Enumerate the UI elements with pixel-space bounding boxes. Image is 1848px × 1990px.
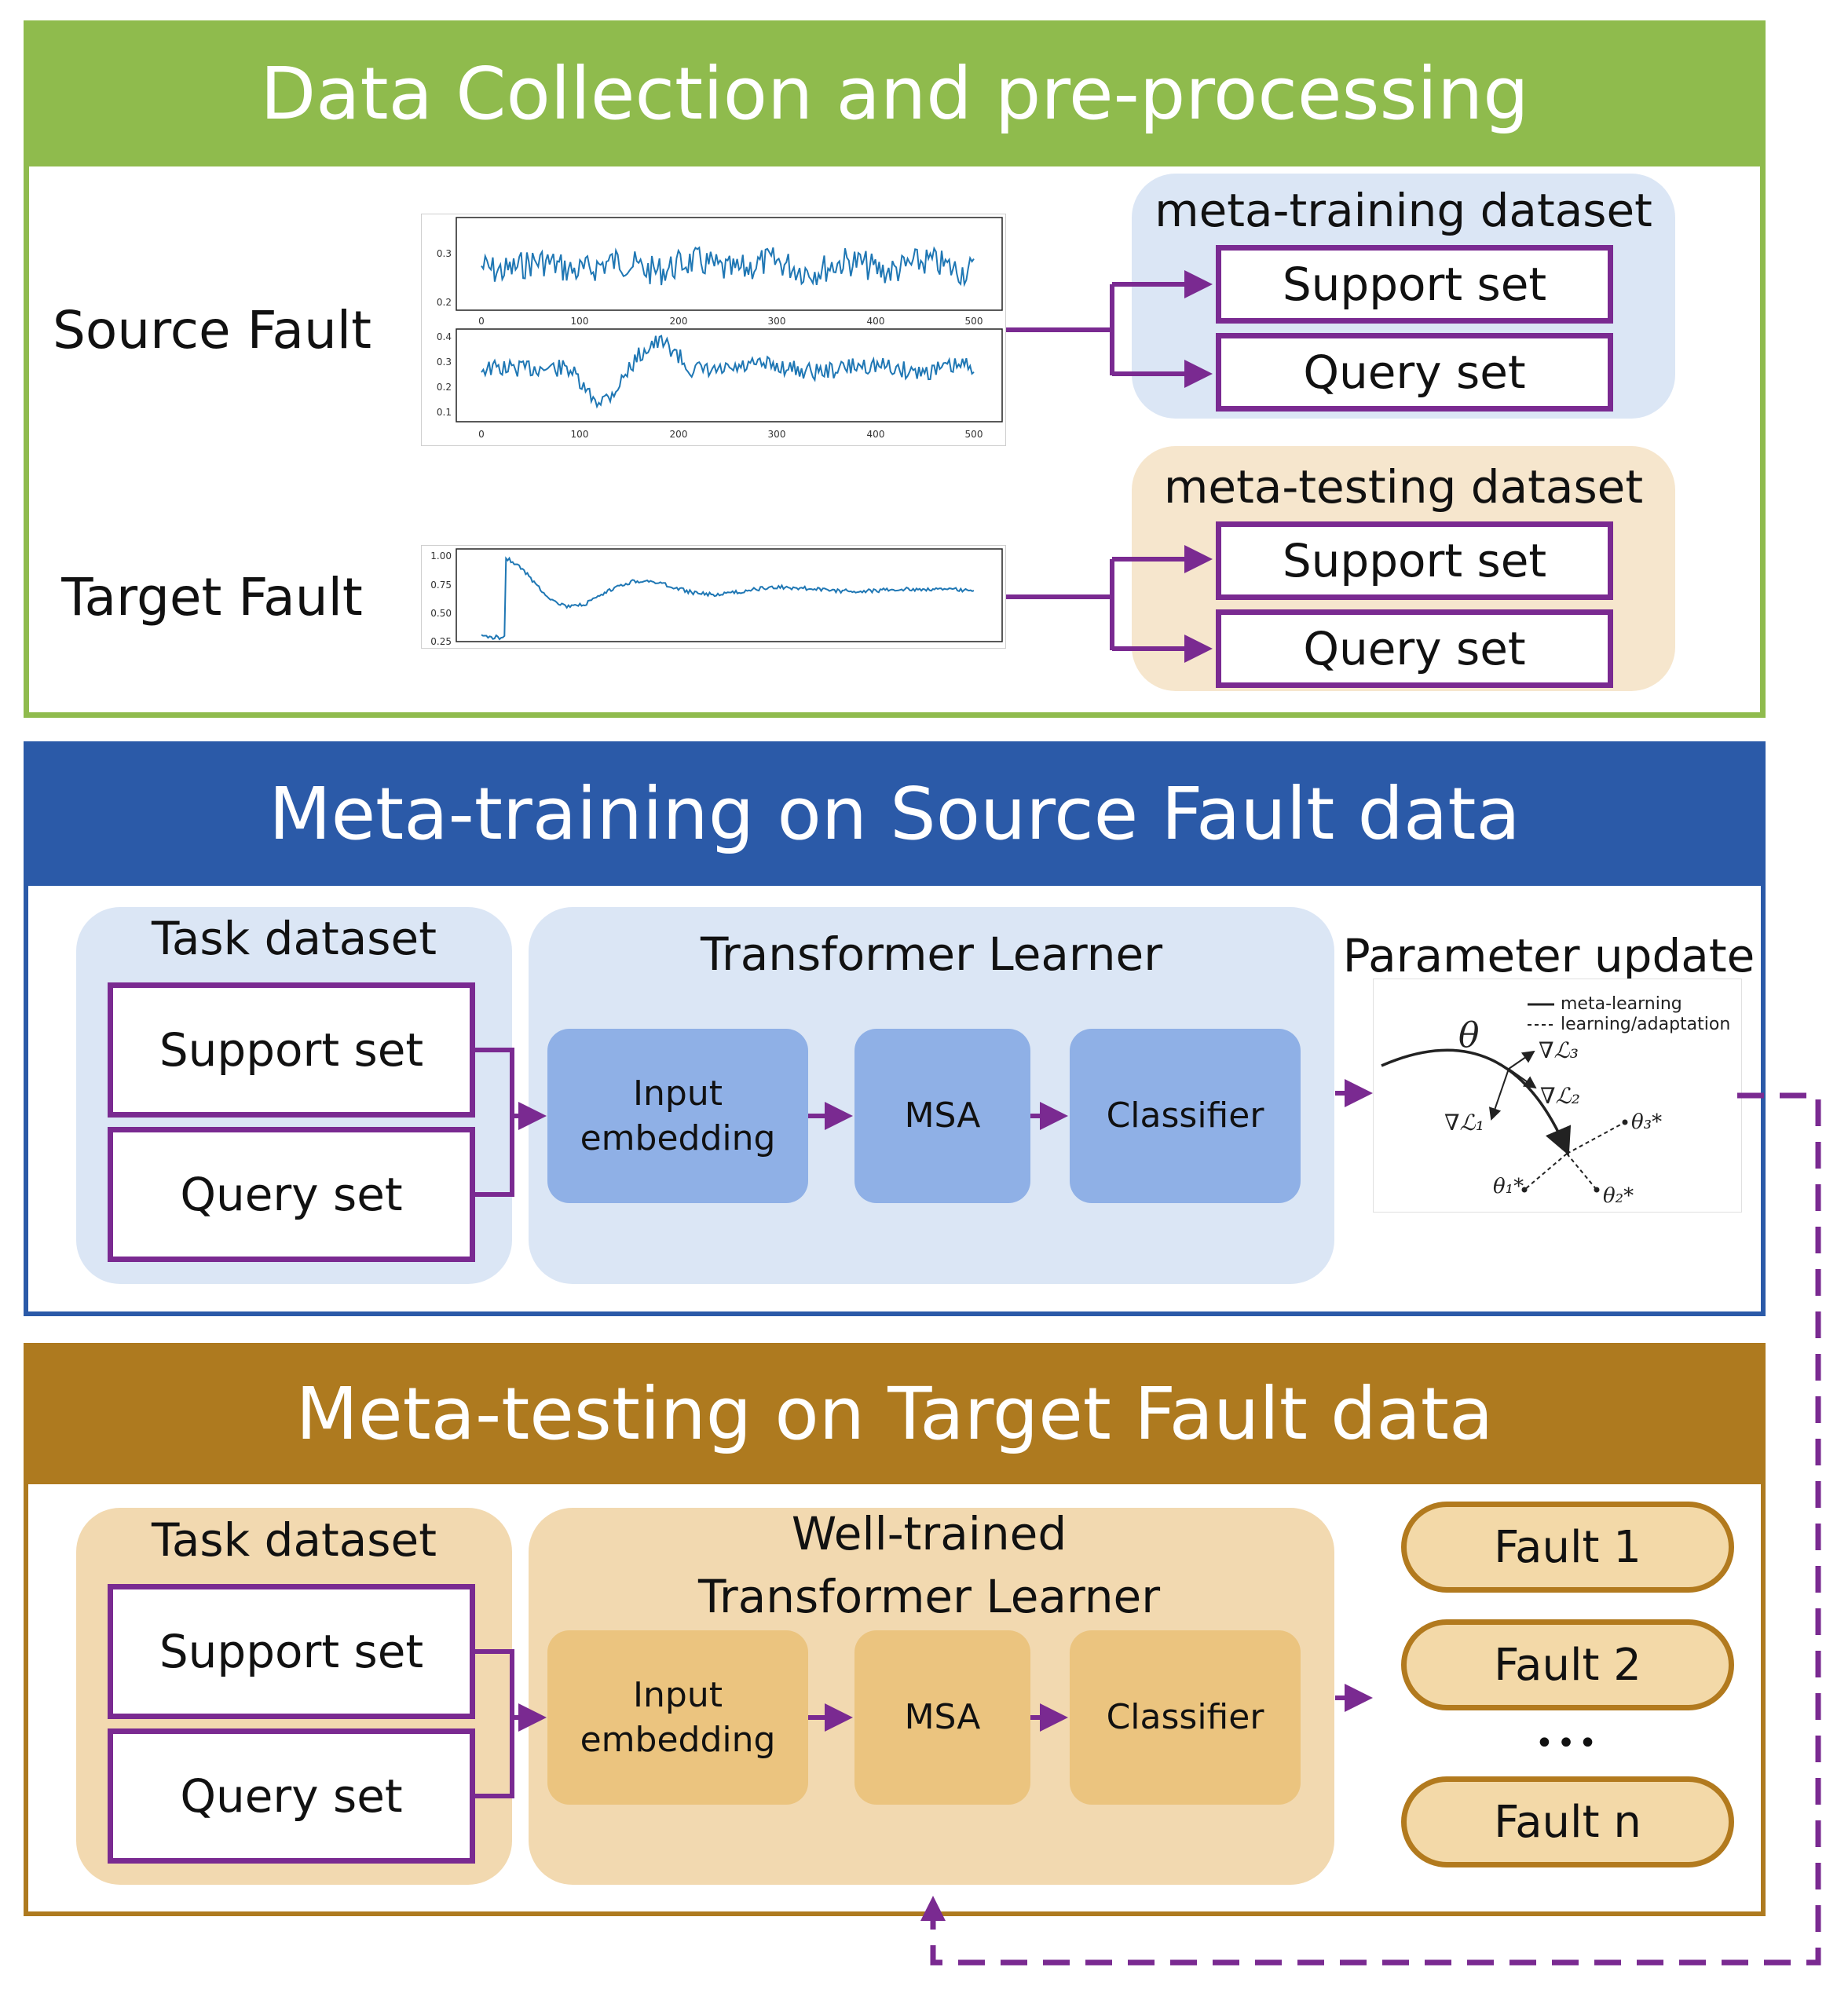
source-signal-plot: 0.3 0.2 0 100 200 300 400 500 0.4 0.3 0.… — [421, 214, 1006, 446]
theta2-star-label: θ₂* — [1603, 1184, 1634, 1208]
input-embedding-line1: Input — [633, 1073, 723, 1114]
target-signal-plot: 1.00 0.75 0.50 0.25 — [421, 545, 1006, 649]
x-tick-label: 500 — [965, 316, 983, 327]
adapt-line-1 — [1524, 1153, 1568, 1191]
well-trained-learner-title-line2: Transformer Learner — [697, 1570, 1161, 1623]
grad-l1-label: ∇ℒ₁ — [1444, 1110, 1484, 1136]
y-tick-label: 0.3 — [437, 357, 452, 368]
adapt-line-2 — [1566, 1153, 1597, 1191]
support-set-box: Support set — [108, 1584, 475, 1719]
target-fault-label: Target Fault — [61, 566, 363, 627]
y-tick-label: 0.1 — [437, 407, 452, 418]
grad-arrow-1 — [1488, 1068, 1510, 1121]
theta-star-point — [1622, 1119, 1628, 1125]
theta-label: θ — [1458, 1015, 1480, 1055]
meta-testing-query-set: Query set — [1216, 609, 1613, 688]
source-fault-label: Source Fault — [52, 299, 372, 360]
x-tick-label: 300 — [768, 316, 786, 327]
grad-l2-label: ∇ℒ₂ — [1540, 1083, 1580, 1109]
theta-star-point — [1594, 1187, 1600, 1193]
x-tick-label: 300 — [768, 429, 786, 440]
classifier-block: Classifier — [1070, 1630, 1301, 1805]
x-tick-label: 100 — [571, 429, 589, 440]
meta-training-support-set: Support set — [1216, 245, 1613, 324]
parameter-update-title: Parameter update — [1342, 929, 1755, 982]
input-embedding-line1: Input — [633, 1674, 723, 1715]
theta3-star-label: θ₃* — [1631, 1110, 1662, 1134]
query-set-box: Query set — [108, 1127, 475, 1262]
query-set-box: Query set — [108, 1728, 475, 1864]
meta-testing-support-set: Support set — [1216, 521, 1613, 600]
transformer-learner-title: Transformer Learner — [700, 927, 1163, 981]
task-dataset-title: Task dataset — [152, 912, 437, 965]
input-embedding-block: Input embedding — [547, 1630, 808, 1805]
support-set-box: Support set — [108, 982, 475, 1118]
y-tick-label: 0.50 — [430, 608, 452, 619]
x-tick-label: 0 — [478, 316, 485, 327]
grad-arrow-2 — [1508, 1068, 1537, 1089]
y-tick-label: 0.75 — [430, 580, 452, 591]
signal-line — [481, 246, 975, 287]
y-tick-label: 0.2 — [437, 297, 452, 308]
classifier-block: Classifier — [1070, 1029, 1301, 1203]
input-embedding-line2: embedding — [580, 1720, 776, 1760]
meta-testing-title: Meta-testing on Target Fault data — [24, 1343, 1766, 1484]
x-tick-label: 0 — [478, 429, 485, 440]
plot-axes-target — [456, 548, 1003, 642]
input-embedding-line2: embedding — [580, 1118, 776, 1158]
plot-axes-top — [456, 217, 1003, 311]
x-tick-label: 500 — [965, 429, 983, 440]
ellipsis-more-faults: ••• — [1535, 1725, 1601, 1761]
y-tick-label: 0.4 — [437, 331, 452, 342]
y-tick-label: 0.25 — [430, 636, 452, 647]
adapt-line-3 — [1566, 1121, 1626, 1154]
meta-training-dataset-title: meta-training dataset — [1155, 184, 1652, 237]
meta-training-title: Meta-training on Source Fault data — [24, 741, 1766, 886]
fault-n-pill: Fault n — [1401, 1776, 1734, 1867]
parameter-update-figure: meta-learning learning/adaptation θ ∇ℒ₁ … — [1373, 979, 1742, 1213]
theta1-star-label: θ₁* — [1493, 1175, 1524, 1198]
msa-block: MSA — [854, 1630, 1030, 1805]
fault-1-pill: Fault 1 — [1401, 1502, 1734, 1593]
y-tick-label: 1.00 — [430, 551, 452, 562]
x-tick-label: 200 — [670, 429, 688, 440]
x-tick-label: 100 — [571, 316, 589, 327]
y-tick-label: 0.2 — [437, 382, 452, 393]
legend-meta-learning: meta-learning — [1561, 994, 1682, 1014]
meta-testing-dataset-title: meta-testing dataset — [1163, 460, 1644, 514]
fault-2-pill: Fault 2 — [1401, 1619, 1734, 1710]
x-tick-label: 200 — [670, 316, 688, 327]
msa-block: MSA — [854, 1029, 1030, 1203]
signal-line — [481, 556, 975, 641]
grad-arrow-3 — [1508, 1050, 1535, 1070]
plot-axes-middle — [456, 328, 1003, 423]
data-collection-title: Data Collection and pre-processing — [24, 20, 1766, 166]
signal-line — [481, 335, 975, 409]
meta-training-query-set: Query set — [1216, 333, 1613, 412]
y-tick-label: 0.3 — [437, 248, 452, 259]
task-dataset-title: Task dataset — [152, 1513, 437, 1567]
legend-learning-adaptation: learning/adaptation — [1561, 1015, 1730, 1034]
x-tick-label: 400 — [867, 429, 885, 440]
grad-l3-label: ∇ℒ₃ — [1539, 1037, 1579, 1063]
well-trained-learner-title-line1: Well-trained — [791, 1507, 1067, 1560]
x-tick-label: 400 — [867, 316, 885, 327]
